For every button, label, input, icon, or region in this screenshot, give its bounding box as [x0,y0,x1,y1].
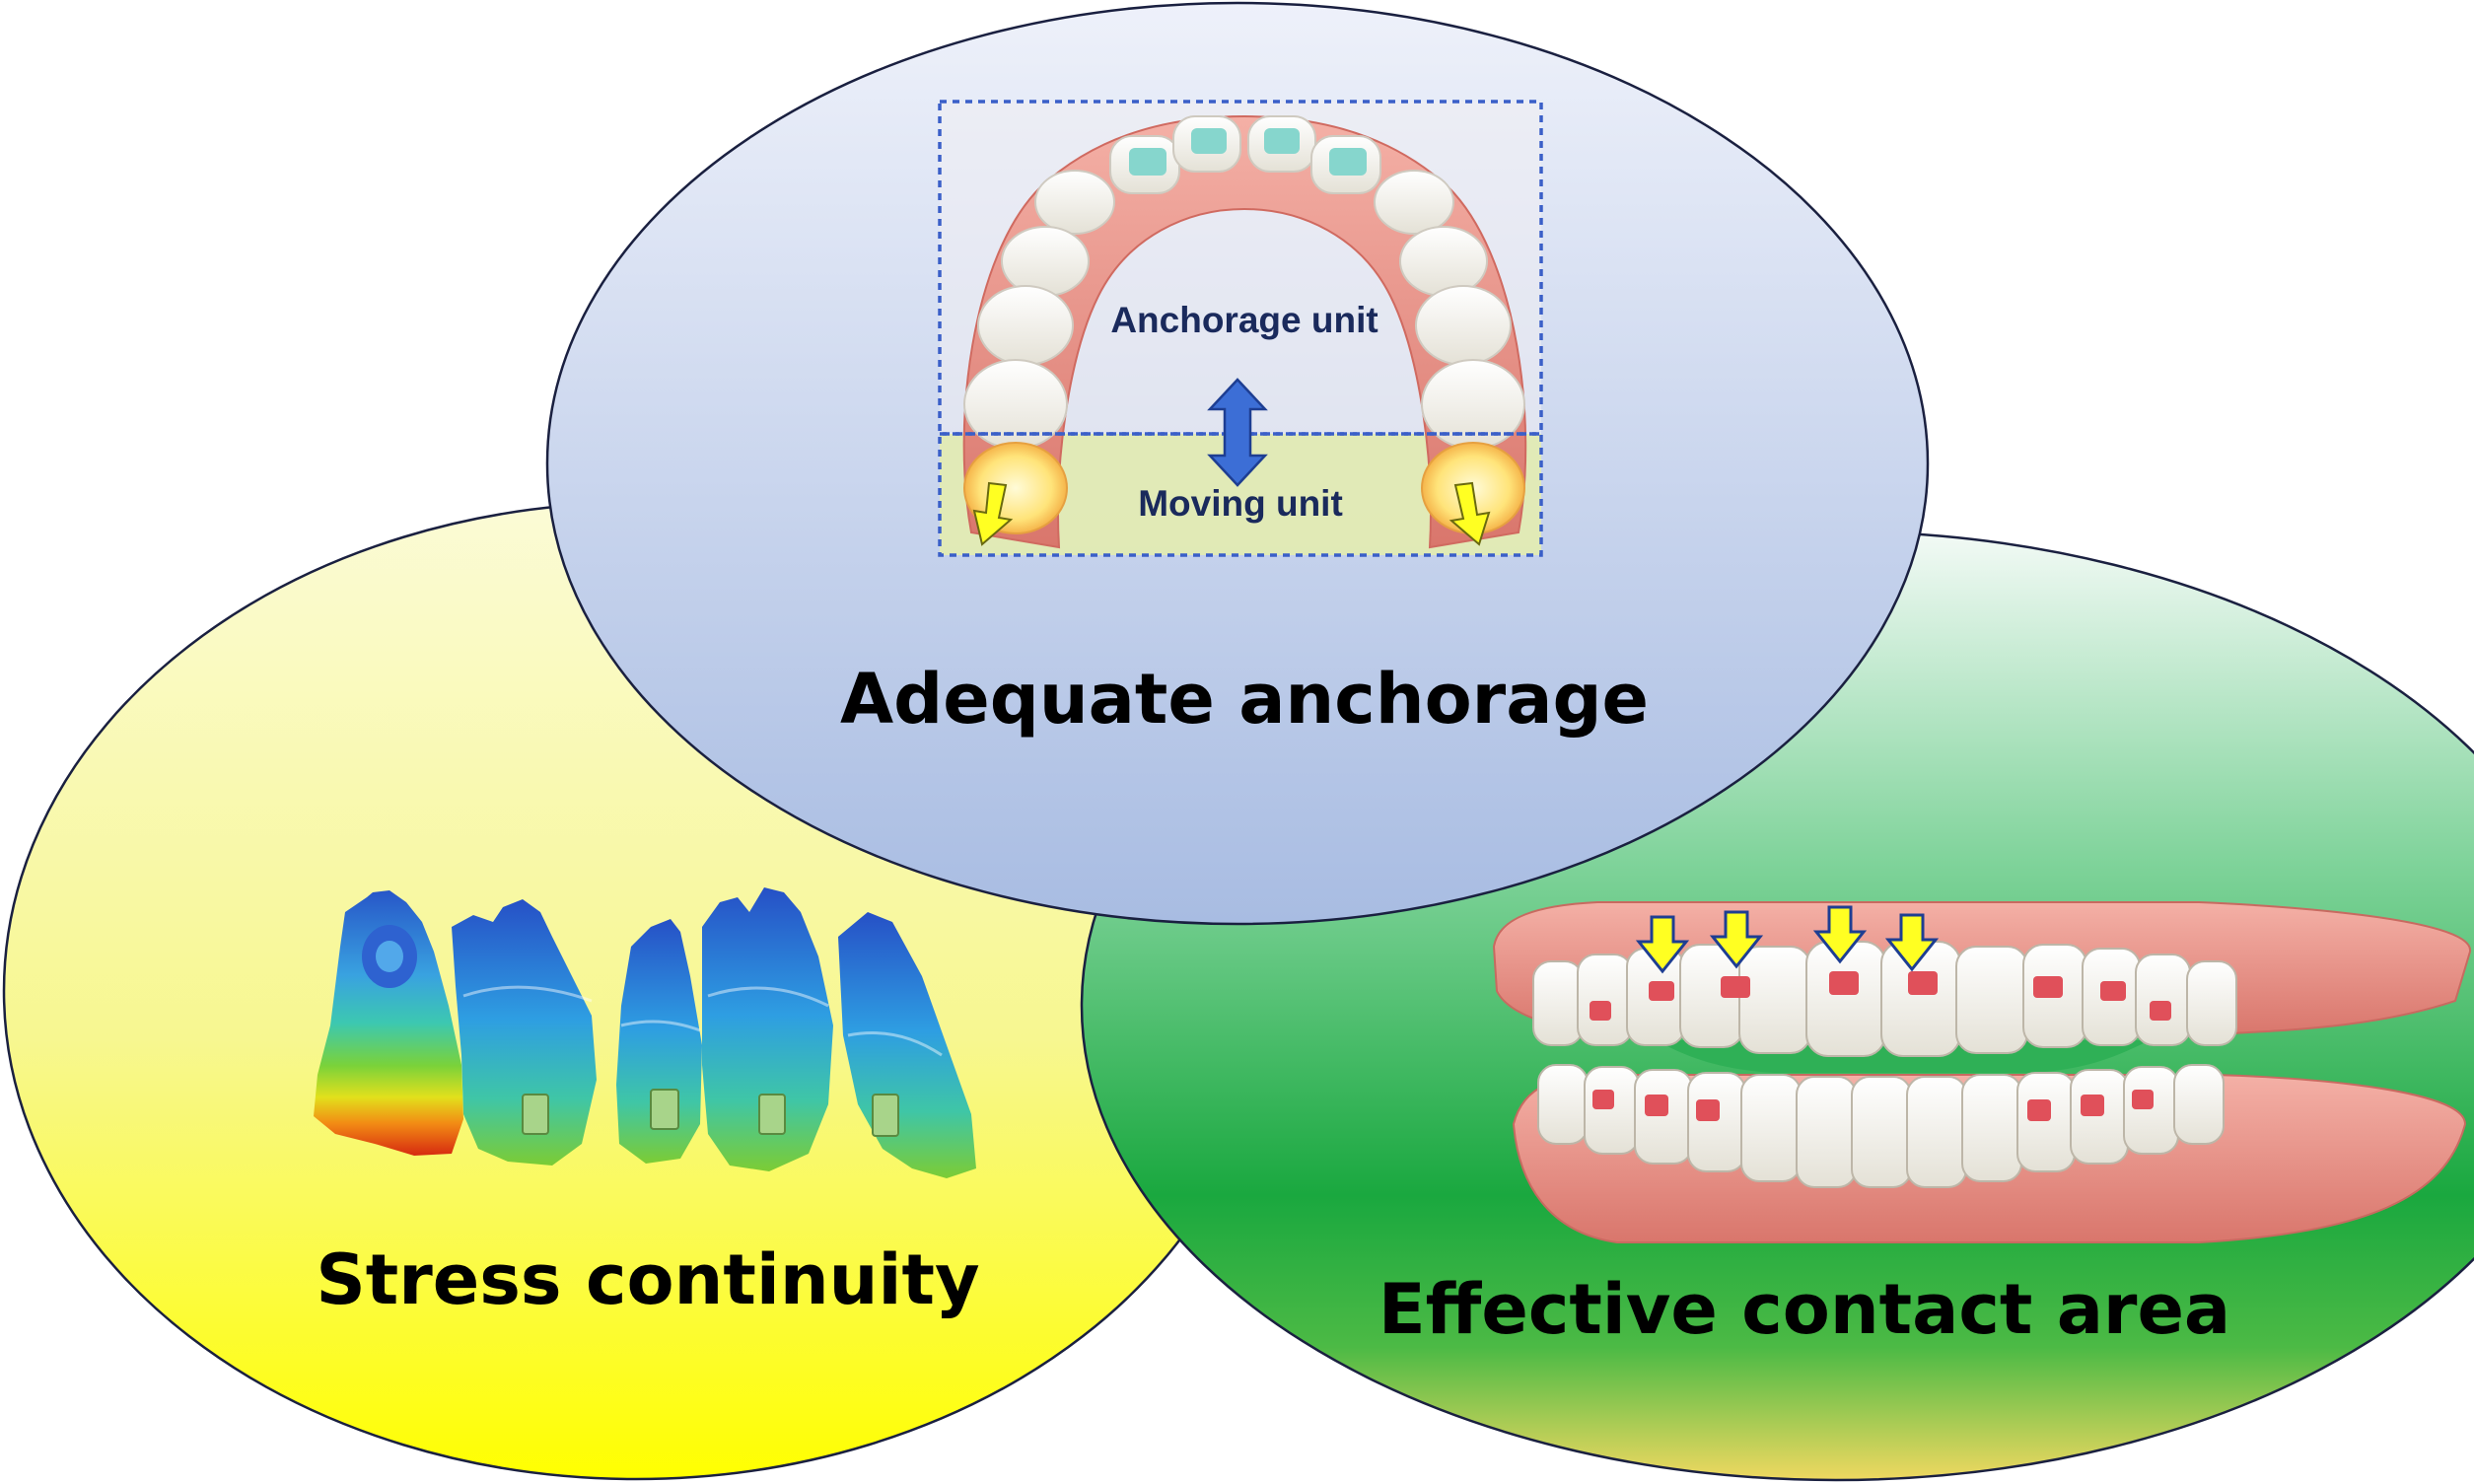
distal-arrow-icon-left [972,481,1014,546]
dentition-illustration [1492,901,2472,1243]
moving-unit-label: Moving unit [1138,483,1343,524]
intrusion-arrow-icon-2 [1709,910,1764,969]
double-arrow-icon [1207,378,1268,487]
effective-contact-area-title: Effective contact area [1378,1269,2230,1350]
stress-continuity-title: Stress continuity [316,1239,979,1320]
stress-model-illustration [314,887,976,1178]
adequate-anchorage-title: Adequate anchorage [840,659,1649,740]
intrusion-arrow-icon-3 [1812,905,1868,964]
distal-arrow-icon-right [1449,481,1491,546]
anchorage-unit-label: Anchorage unit [1110,300,1378,340]
dental-arch-illustration [938,100,1543,557]
intrusion-arrow-icon-4 [1884,913,1940,972]
intrusion-arrow-icon-1 [1635,915,1690,974]
